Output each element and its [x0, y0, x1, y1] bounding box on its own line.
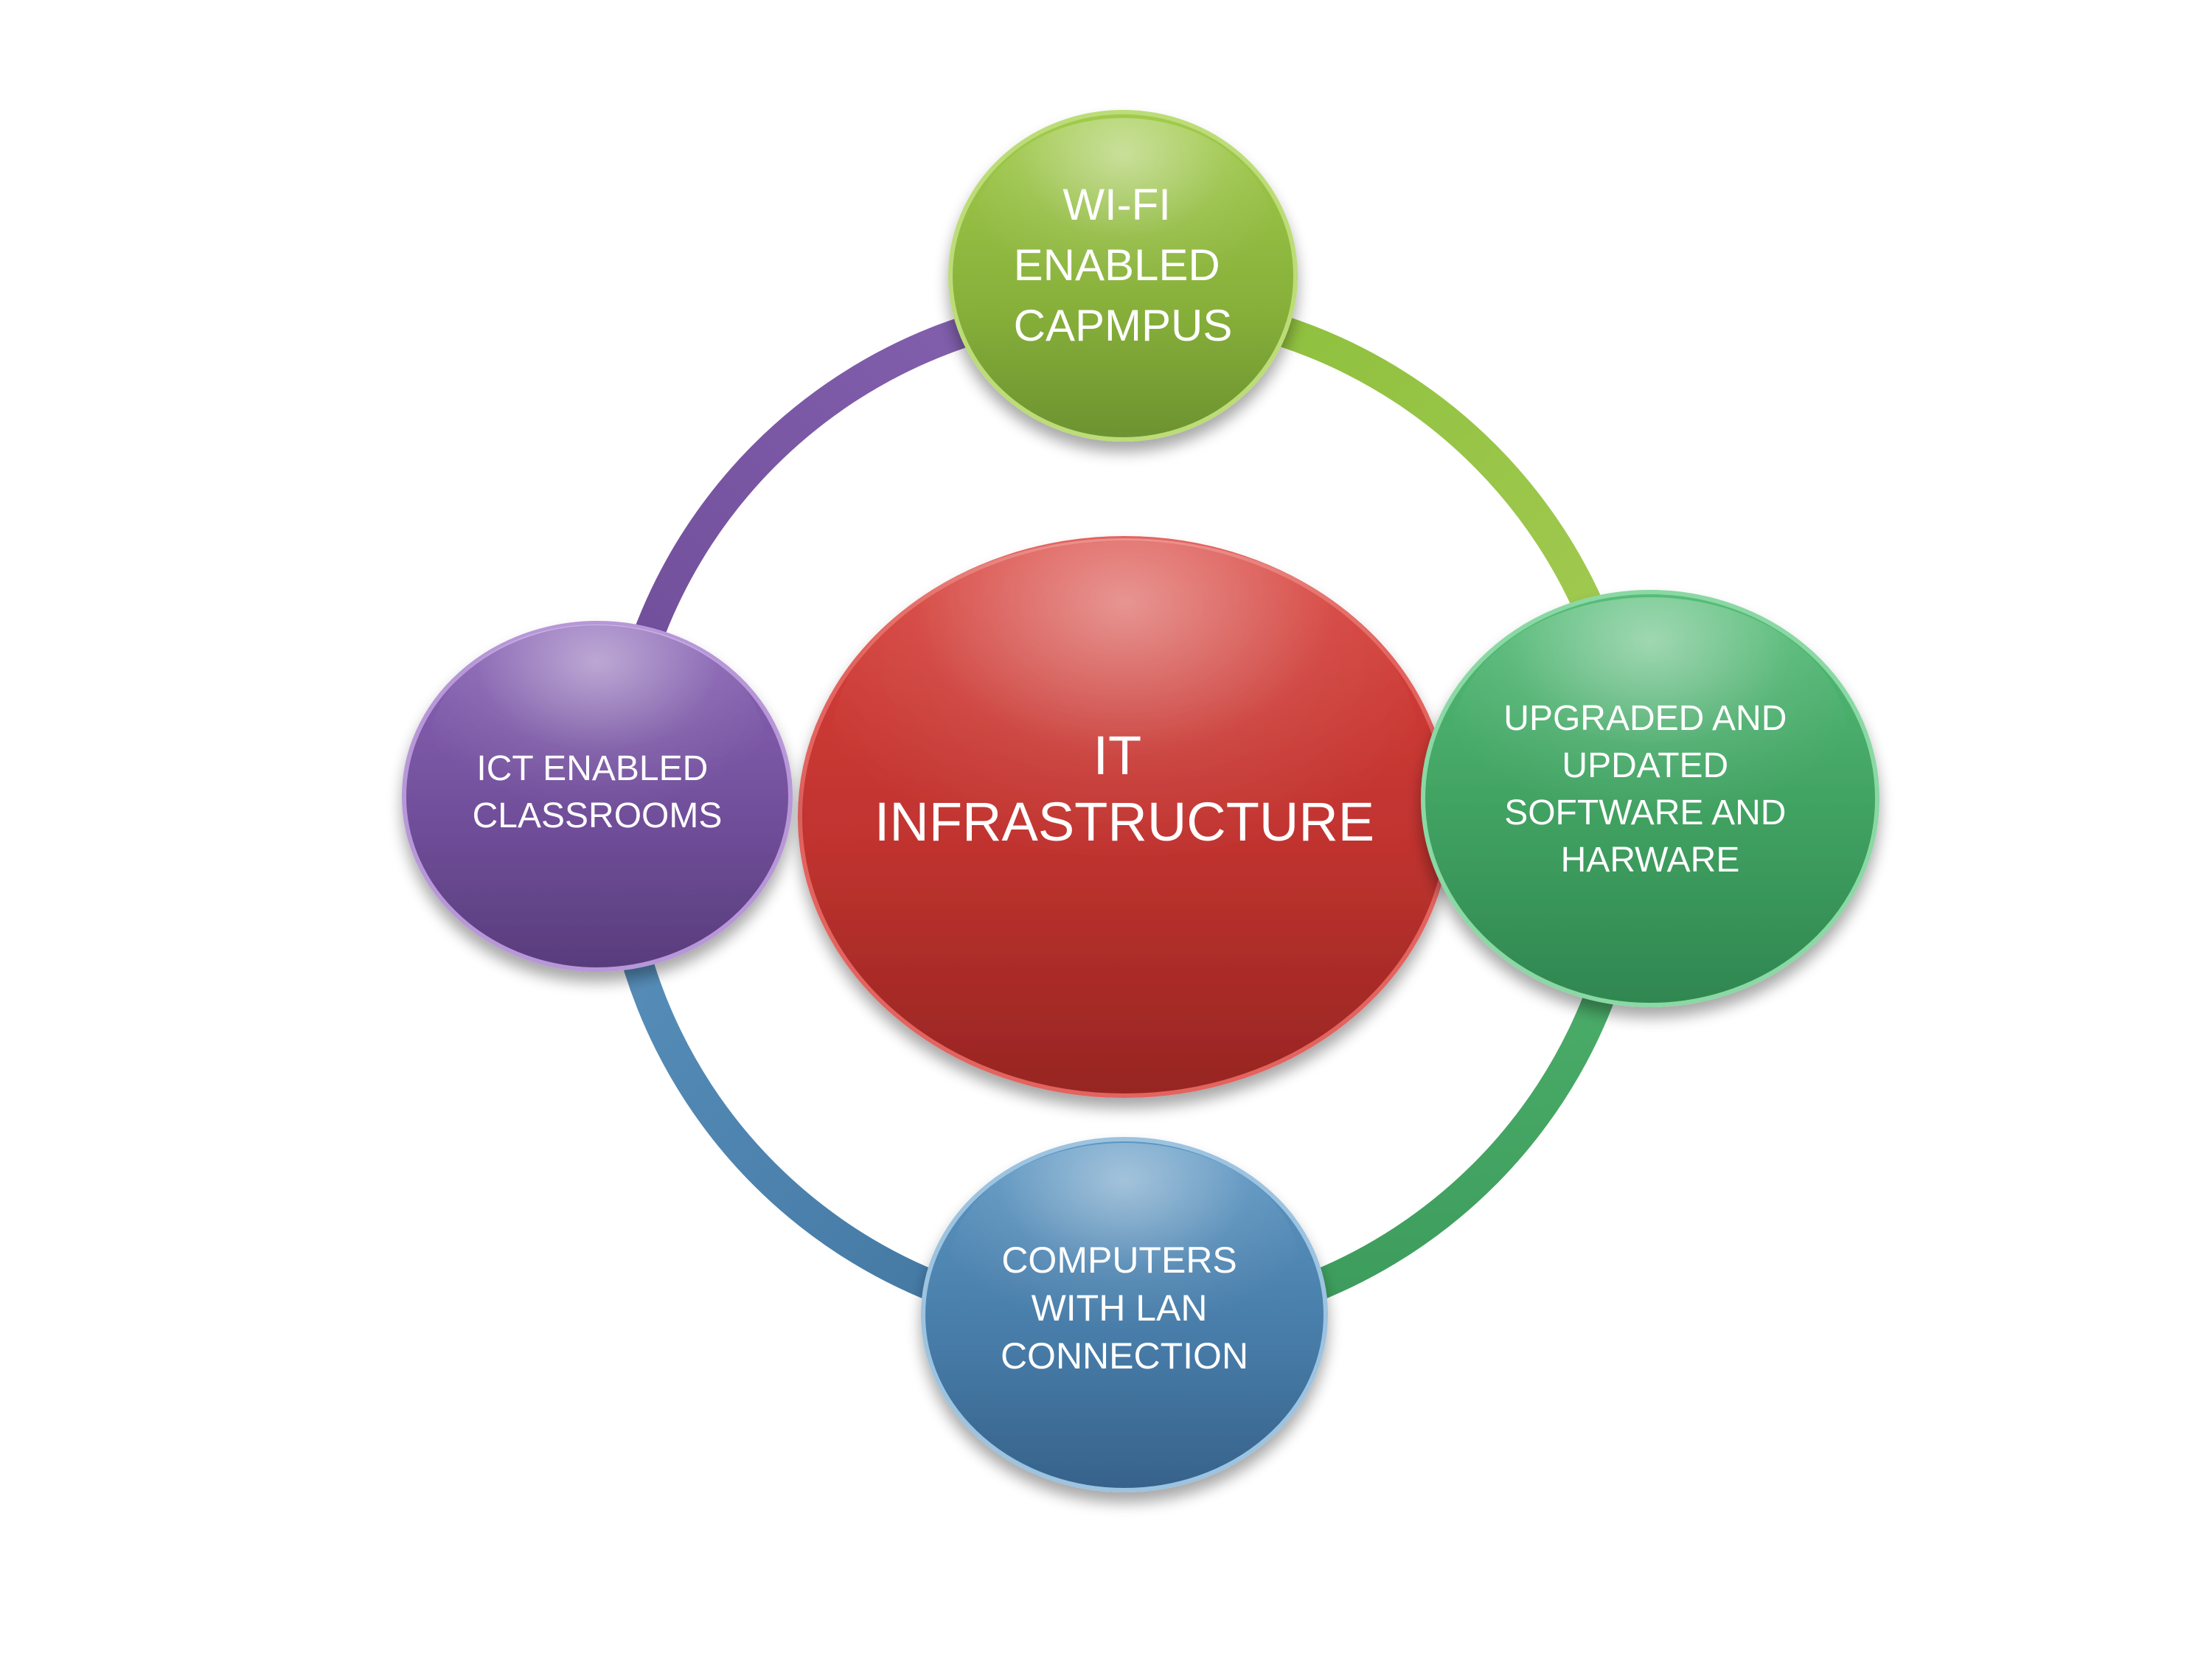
- node-wifi: WI-FI ENABLED CAPMPUS: [948, 110, 1298, 442]
- node-wifi-label: WI-FI ENABLED CAPMPUS: [1014, 180, 1233, 350]
- node-software-label: UPGRADED AND UPDATED SOFTWARE AND HARWAR…: [1503, 699, 1796, 880]
- node-computers: COMPUTERS WITH LAN CONNECTION: [921, 1137, 1328, 1492]
- center-node-label: IT INFRASTRUCTURE: [874, 725, 1374, 852]
- node-ict: ICT ENABLED CLASSROOMS: [402, 621, 793, 972]
- center-node: IT INFRASTRUCTURE: [798, 536, 1451, 1098]
- node-computers-label: COMPUTERS WITH LAN CONNECTION: [1001, 1239, 1248, 1377]
- node-software: UPGRADED AND UPDATED SOFTWARE AND HARWAR…: [1421, 590, 1879, 1007]
- node-ict-label: ICT ENABLED CLASSROOMS: [473, 749, 723, 835]
